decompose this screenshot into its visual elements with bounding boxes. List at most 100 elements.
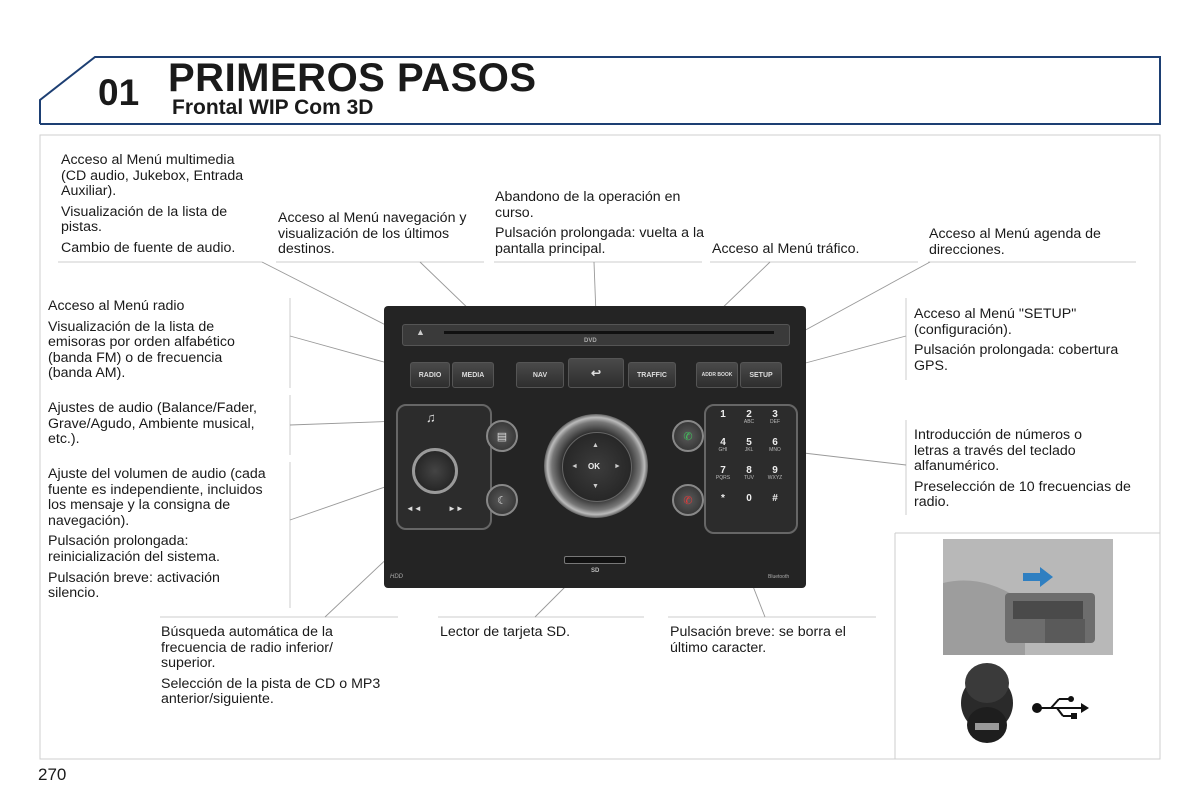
prev-button[interactable]: ◄◄ [406, 504, 422, 513]
callout-text: Abandono de la operación en curso. [495, 189, 681, 221]
callout-text: Búsqueda automática de la frecuencia de … [161, 624, 333, 672]
callout-keypad: Introducción de números o letras a travé… [914, 427, 1149, 516]
usb-symbol-icon [1032, 696, 1089, 719]
callout-delete: Pulsación breve: se borra el último cara… [670, 624, 875, 661]
keypad-key-number: * [721, 493, 725, 504]
disc-slot [402, 324, 790, 346]
bluetooth-logo: Bluetooth [768, 574, 790, 580]
keypad-key-letters: WXYZ [767, 475, 783, 481]
callout-text: Pulsación prolongada: cobertura GPS. [914, 342, 1119, 374]
callout-audio-settings: Ajustes de audio (Balance/Fader, Grave/A… [48, 400, 288, 453]
callout-text: Pulsación prolongada: vuelta a la pantal… [495, 225, 705, 257]
keypad-key-letters: TUV [744, 475, 754, 481]
callout-text: Cambio de fuente de audio. [61, 239, 236, 256]
keypad-key-number: 7 [720, 465, 726, 476]
keypad-key[interactable]: 0 [738, 494, 760, 512]
callout-text: Ajustes de audio (Balance/Fader, Grave/A… [48, 400, 258, 448]
keypad-key[interactable]: # [764, 494, 786, 512]
callout-navigation: Acceso al Menú navegación y visualizació… [278, 210, 484, 263]
left-arrow-icon[interactable]: ◄ [571, 463, 578, 470]
keypad-key-number: 1 [720, 409, 726, 420]
keypad-key-letters: DEF [770, 419, 780, 425]
keypad-key-letters: ABC [743, 419, 755, 425]
ok-button[interactable]: OK [588, 462, 600, 471]
keypad-key-number: 2 [746, 409, 752, 420]
nav-button[interactable]: NAV [516, 362, 564, 388]
keypad-key-number: 4 [720, 437, 726, 448]
keypad-key-letters: GHI [718, 447, 728, 453]
callout-traffic: Acceso al Menú tráfico. [712, 241, 912, 263]
down-arrow-icon[interactable]: ▼ [592, 483, 599, 490]
chapter-number: 01 [98, 72, 140, 113]
keypad-key-number: 6 [772, 437, 778, 448]
hdd-logo: HDD [390, 574, 403, 580]
callout-text: Acceso al Menú tráfico. [712, 241, 860, 257]
nav-dial[interactable] [562, 432, 632, 502]
callout-text: Ajuste del volumen de audio (cada fuente… [48, 466, 266, 529]
menu-list-icon[interactable]: ▤ [486, 420, 518, 452]
up-arrow-icon[interactable]: ▲ [592, 442, 599, 449]
callout-volume: Ajuste del volumen de audio (cada fuente… [48, 466, 280, 607]
page-subtitle: Frontal WIP Com 3D [172, 96, 374, 119]
callout-text: Preselección de 10 frecuencias de radio. [914, 478, 1131, 511]
phone-accept-icon[interactable]: ✆ [672, 420, 704, 452]
keypad-panel [704, 404, 798, 534]
volume-knob[interactable] [412, 448, 458, 494]
usb-port-icon[interactable] [965, 661, 1009, 753]
traffic-button[interactable]: TRAFFIC [628, 362, 676, 388]
disc-opening [444, 331, 774, 334]
next-button[interactable]: ►► [448, 504, 464, 513]
media-button[interactable]: MEDIA [452, 362, 494, 388]
keypad-key-number: 9 [772, 465, 778, 476]
sd-logo: SD [591, 568, 600, 574]
setup-button[interactable]: SETUP [740, 362, 782, 388]
callout-text: Pulsación breve: se borra el último cara… [670, 624, 846, 656]
header-banner [39, 56, 1161, 125]
keypad-key-number: # [772, 493, 778, 504]
keypad-key-letters: PQRS [715, 475, 731, 481]
radio-device-panel: ▲ DVD RADIO MEDIA NAV ↩ TRAFFIC ADDR BOO… [384, 306, 806, 588]
callout-text: Acceso al Menú "SETUP" (configuración). [914, 306, 1077, 338]
dvd-logo: DVD [584, 338, 597, 344]
back-button[interactable]: ↩ [568, 358, 624, 388]
eject-icon[interactable]: ▲ [416, 327, 425, 337]
callout-text: Lector de tarjeta SD. [440, 624, 571, 640]
callout-sd-reader: Lector de tarjeta SD. [440, 624, 640, 646]
callout-seek: Búsqueda automática de la frecuencia de … [161, 624, 381, 713]
keypad-key[interactable]: * [712, 494, 734, 512]
phone-hangup-icon[interactable]: ✆ [672, 484, 704, 516]
right-arrow-icon[interactable]: ► [614, 463, 621, 470]
keypad-key-number: 0 [746, 493, 752, 504]
callout-abandon: Abandono de la operación en curso. Pulsa… [495, 189, 705, 262]
moon-icon[interactable]: ☾ [486, 484, 518, 516]
keypad-key-letters: MNO [769, 447, 781, 453]
sd-card-slot[interactable] [564, 556, 626, 564]
callout-text: Pulsación breve: activación silencio. [48, 569, 220, 602]
callout-text: Selección de la pista de CD o MP3 anteri… [161, 675, 381, 708]
keypad-key[interactable]: 1 [712, 410, 734, 428]
callout-text: Acceso al Menú radio [48, 298, 185, 314]
usb-illustration-area [895, 533, 1160, 759]
callout-radio: Acceso al Menú radio Visualización de la… [48, 298, 283, 387]
callout-address-book: Acceso al Menú agenda de direcciones. [929, 226, 1134, 263]
callout-text: Visualización de la lista de emisoras po… [48, 318, 235, 382]
callout-text: Visualización de la lista de pistas. [61, 203, 228, 236]
music-note-icon[interactable]: ♫ [426, 410, 436, 425]
callout-text: Acceso al Menú navegación y visualizació… [278, 210, 467, 258]
addr-book-button[interactable]: ADDR BOOK [696, 362, 738, 388]
page-title: PRIMEROS PASOS [168, 56, 537, 100]
keypad-key-number: 8 [746, 465, 752, 476]
callout-setup: Acceso al Menú "SETUP" (configuración). … [914, 306, 1150, 379]
callout-text: Introducción de números o letras a travé… [914, 427, 1082, 475]
page-number: 270 [38, 765, 67, 784]
radio-button[interactable]: RADIO [410, 362, 450, 388]
callout-text: Acceso al Menú agenda de direcciones. [929, 226, 1101, 258]
